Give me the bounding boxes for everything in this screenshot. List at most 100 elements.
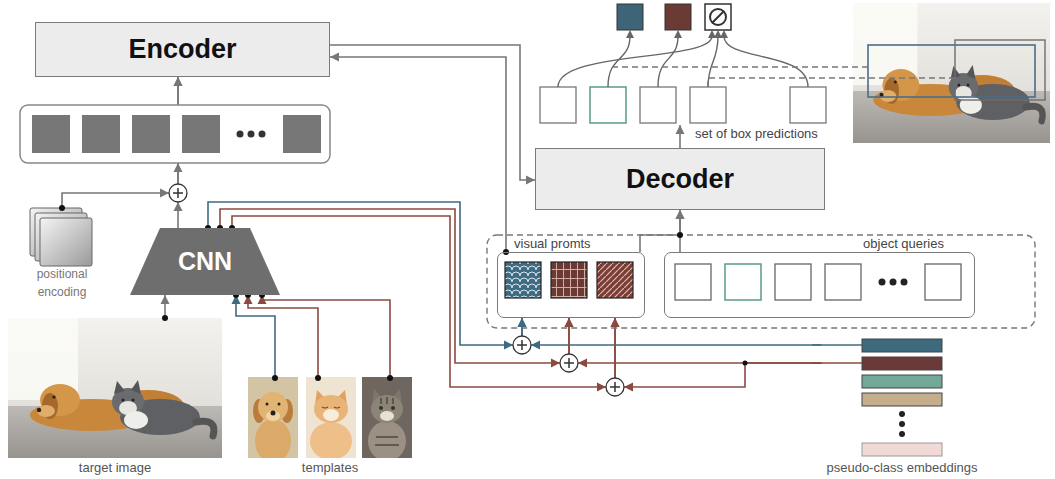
connector — [330, 53, 506, 253]
sum-node — [174, 202, 183, 211]
arrowhead — [676, 125, 685, 134]
template-photos — [322, 407, 340, 408]
prediction-slots — [540, 87, 576, 123]
template-photos — [271, 411, 276, 416]
class-outputs — [674, 30, 682, 38]
template-photos — [314, 395, 348, 423]
template-photos — [266, 411, 280, 421]
junction-dot — [677, 232, 683, 238]
class-outputs — [708, 78, 955, 87]
cnn-trapezoid: CNN — [130, 228, 280, 295]
arrowhead — [518, 318, 527, 327]
prediction-slots — [790, 87, 826, 123]
sum-node — [597, 383, 606, 392]
arrowhead — [174, 77, 183, 86]
prediction-slots — [690, 87, 726, 123]
node-label: object queries — [863, 236, 944, 251]
connector-line — [248, 295, 318, 377]
junction-dot — [59, 205, 748, 381]
query-group — [879, 279, 886, 286]
result-photo — [868, 45, 1035, 97]
result-photo — [955, 40, 1045, 100]
class-outputs — [708, 36, 718, 87]
arrowhead — [330, 53, 339, 62]
query-group — [505, 262, 541, 298]
query-group — [775, 264, 811, 300]
query-group — [825, 264, 861, 300]
junction-dot — [387, 375, 393, 381]
junction-dot — [743, 361, 748, 366]
token-row — [82, 115, 120, 153]
sum-node — [517, 340, 527, 350]
template-photos — [278, 403, 281, 406]
junction-dot — [272, 375, 278, 381]
node-label: set of box predictions — [695, 126, 818, 141]
token-row — [182, 115, 220, 153]
template-photos — [391, 406, 395, 410]
sum-node — [531, 341, 540, 350]
connector — [330, 45, 535, 185]
target-image: target image — [8, 318, 222, 476]
token-row — [174, 163, 183, 172]
class-outputs — [724, 36, 808, 87]
template-photos — [306, 377, 356, 460]
token-row — [20, 105, 330, 163]
junction-dot — [315, 375, 321, 381]
template-photos — [362, 377, 412, 461]
token-row — [283, 115, 321, 153]
embedding-bars — [812, 362, 862, 364]
connector — [244, 295, 319, 377]
arrowhead — [518, 318, 527, 327]
visual-prompts-box: visual promts — [497, 252, 645, 318]
template-photos — [368, 421, 406, 461]
connector-line — [232, 216, 615, 387]
connector-line — [330, 57, 506, 252]
result-photo — [853, 3, 1050, 143]
junction-dot — [59, 205, 65, 211]
connector — [640, 210, 685, 252]
query-group — [925, 264, 961, 300]
query-group — [551, 262, 587, 298]
label-slot: pseudo-class embeddings — [821, 458, 982, 476]
token-row — [32, 115, 70, 153]
class-outputs — [558, 36, 712, 87]
template-photos — [248, 377, 412, 463]
template-photos — [258, 392, 288, 422]
sum-node — [169, 184, 187, 202]
sum-node — [578, 359, 587, 368]
positional-encoding-stack — [40, 218, 92, 266]
sum-node — [513, 336, 531, 354]
token-row — [248, 131, 255, 138]
label-slot: set of box predictions — [695, 127, 818, 141]
positional-encoding: positional encoding — [20, 206, 104, 300]
sum-node — [173, 188, 183, 198]
sum-node — [160, 189, 169, 198]
arrowhead — [565, 318, 574, 327]
embedding-bars — [862, 357, 942, 370]
node-label: positional encoding — [37, 267, 88, 299]
query-group — [487, 235, 1035, 328]
template-images: templates — [248, 377, 412, 476]
prediction-set: set of box predictions — [535, 87, 830, 125]
class-outputs — [617, 4, 643, 30]
template-photos — [379, 406, 383, 410]
class-outputs — [558, 4, 955, 87]
class-outputs — [710, 9, 726, 25]
token-row — [237, 131, 244, 138]
label-slot: object queries — [863, 237, 944, 251]
query-group — [597, 262, 633, 298]
arrowhead — [676, 210, 685, 219]
arrowhead — [161, 295, 170, 304]
arrowhead — [611, 318, 620, 327]
label-slot: positional encoding — [20, 264, 104, 300]
sum-node — [610, 382, 620, 392]
connector-line — [522, 318, 821, 345]
template-photos — [255, 419, 291, 463]
sum-node — [504, 341, 513, 350]
query-group — [675, 264, 711, 300]
connector — [161, 295, 170, 318]
query-group — [901, 279, 908, 286]
prediction-slots — [540, 87, 826, 123]
node-label: target image — [79, 460, 151, 475]
decoder-box: Decoder — [535, 148, 825, 210]
